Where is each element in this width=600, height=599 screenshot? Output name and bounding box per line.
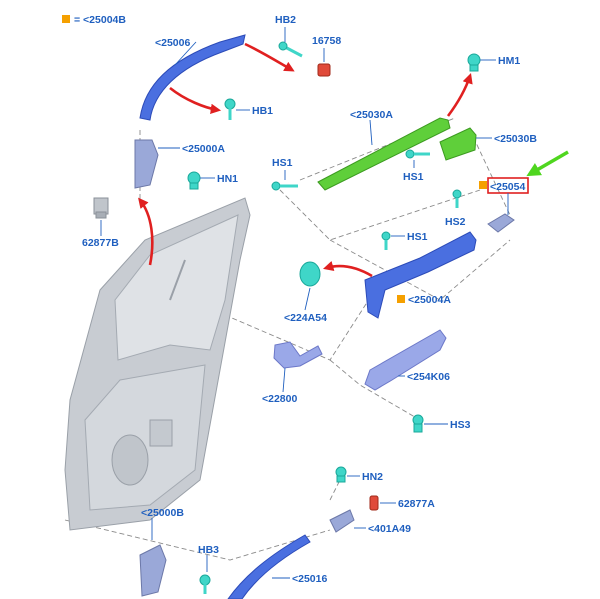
hinge-22800 [273, 341, 323, 369]
label-hs2: HS2 [445, 216, 466, 228]
lower-rail-25016 [227, 534, 311, 599]
label-hs3: HS3 [450, 419, 471, 431]
nut-hm1-icon [467, 53, 481, 72]
orange-marker-25004a [397, 295, 405, 303]
label-hs1-lower: HS1 [407, 231, 428, 243]
legend-marker [62, 15, 70, 23]
label-25030b: <25030B [494, 133, 537, 145]
label-25000b: <25000B [141, 507, 184, 519]
bolt-hs2-icon [452, 189, 462, 208]
label-62877a: 62877A [398, 498, 435, 510]
hinge-bracket-25000b [139, 544, 167, 597]
cover-254k06 [364, 329, 447, 391]
label-25054: <25054 [490, 181, 525, 193]
label-22800: <22800 [262, 393, 297, 405]
center-rail-25004a [364, 231, 477, 319]
bracket-25030b [439, 127, 477, 161]
bolt-hb3-icon [199, 574, 211, 594]
label-401a49: <401A49 [368, 523, 411, 535]
upper-rail-25030a [317, 117, 451, 191]
hinge-bracket-25000a [134, 139, 159, 189]
label-25004a: <25004A [408, 294, 451, 306]
bolt-hb2-icon [278, 41, 303, 58]
label-hn1: HN1 [217, 173, 238, 185]
legend-text: = <25004B [74, 14, 126, 26]
label-25016: <25016 [292, 573, 327, 585]
orange-marker-25054 [479, 181, 487, 189]
label-hb2: HB2 [275, 14, 296, 26]
bolt-hb1-icon [224, 98, 236, 120]
label-hm1: HM1 [498, 55, 520, 67]
part-62877a-icon [369, 495, 379, 511]
nut-16758-icon [317, 63, 331, 77]
bracket-401a49 [329, 509, 355, 533]
label-25000a: <25000A [182, 143, 225, 155]
label-224a54: <224A54 [284, 312, 327, 324]
label-16758: 16758 [312, 35, 341, 47]
bolt-hs1-lower-icon [381, 231, 391, 250]
bolt-hs1-middle-icon [405, 149, 430, 159]
label-hn2: HN2 [362, 471, 383, 483]
label-hs1-left: HS1 [272, 157, 293, 169]
cap-224a54-icon [299, 261, 321, 287]
label-254k06: <254K06 [407, 371, 450, 383]
green-arrow-icon [526, 150, 569, 177]
label-hb3: HB3 [198, 544, 219, 556]
part-62877b-icon [93, 197, 109, 219]
nut-hn1-icon [187, 171, 201, 190]
label-hb1: HB1 [252, 105, 273, 117]
nut-hn2-icon [335, 466, 347, 483]
bolt-hs3-icon [412, 414, 424, 433]
label-62877b: 62877B [82, 237, 119, 249]
bolt-hs1-left-icon [271, 181, 298, 191]
part-25054-icon [487, 213, 515, 233]
upper-rail-25006 [139, 34, 246, 121]
label-25006: <25006 [155, 37, 190, 49]
label-25030a: <25030A [350, 109, 393, 121]
sliding-door-panel [64, 197, 251, 531]
label-hs1-middle: HS1 [403, 171, 424, 183]
